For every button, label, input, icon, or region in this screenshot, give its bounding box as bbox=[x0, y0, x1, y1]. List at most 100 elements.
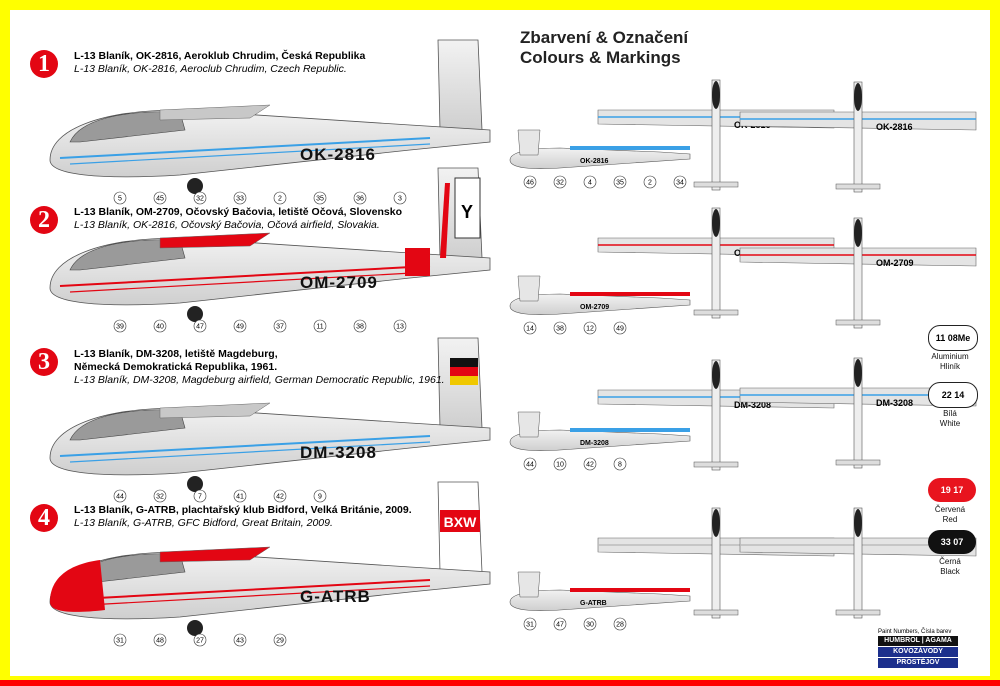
wing-root bbox=[159, 546, 271, 563]
callout-bubble bbox=[523, 617, 537, 631]
callout-bubble bbox=[613, 617, 627, 631]
callout-bubble bbox=[523, 321, 537, 335]
tailplane bbox=[835, 183, 881, 190]
callout-bubble bbox=[553, 617, 567, 631]
prostejov-logo: PROSTĚJOV bbox=[878, 658, 958, 668]
entry-subtitle: L-13 Blaník, OK-2816, Aeroclub Chrudim, … bbox=[74, 63, 347, 75]
callout-number: 32 bbox=[556, 180, 564, 187]
callout-number: 29 bbox=[276, 638, 284, 645]
main-wheel bbox=[187, 178, 203, 194]
entry-title: L-13 Blaník, G-ATRB, plachtařský klub Bi… bbox=[74, 504, 412, 516]
registration-text: OM-2709 bbox=[876, 258, 914, 268]
tailplane bbox=[835, 319, 881, 326]
callout-bubble bbox=[523, 457, 537, 471]
glider-side-view-small: DM-3208 bbox=[509, 411, 691, 452]
swatch-white: 22 14 bbox=[928, 382, 978, 408]
callout-bubble bbox=[153, 319, 167, 333]
cheat-line bbox=[59, 579, 431, 601]
callout-bubble bbox=[313, 319, 327, 333]
callout-number: 13 bbox=[396, 324, 404, 331]
callout-bubble bbox=[233, 319, 247, 333]
registration-text: DM-3208 bbox=[300, 443, 377, 462]
entry-number-badge: 4 bbox=[30, 504, 58, 532]
registration-text: DM-3208 bbox=[734, 400, 771, 410]
cheat-line-thin bbox=[69, 441, 431, 463]
entry-number-badge: 3 bbox=[30, 348, 58, 376]
callout-bubble bbox=[233, 191, 247, 205]
callout-bubble bbox=[233, 633, 247, 647]
callout-number: 32 bbox=[156, 494, 164, 501]
wing-edge bbox=[570, 146, 690, 150]
callout-number: 46 bbox=[526, 180, 534, 187]
callout-number: 49 bbox=[616, 326, 624, 333]
callout-bubble bbox=[313, 489, 327, 503]
entry-title: L-13 Blaník, OM-2709, Očovský Bačovia, l… bbox=[74, 206, 402, 218]
callout-number: 40 bbox=[156, 324, 164, 331]
fin bbox=[517, 571, 541, 598]
callout-number: 42 bbox=[586, 462, 594, 469]
canopy bbox=[854, 83, 862, 111]
fuselage bbox=[853, 357, 863, 469]
glider-planform bbox=[597, 359, 835, 471]
glider-planform bbox=[597, 79, 835, 191]
callout-number: 36 bbox=[356, 196, 364, 203]
cheat-line-thin bbox=[69, 271, 431, 293]
cheat-line-thin bbox=[69, 585, 431, 607]
callout-bubble bbox=[613, 321, 627, 335]
wing-root bbox=[159, 232, 271, 249]
callout-bubble bbox=[233, 489, 247, 503]
callout-number: 38 bbox=[556, 326, 564, 333]
main-wheel bbox=[187, 476, 203, 492]
callout-bubble bbox=[273, 191, 287, 205]
callout-number: 49 bbox=[236, 324, 244, 331]
canopy bbox=[712, 81, 720, 109]
fuselage bbox=[509, 147, 691, 170]
wing-edge bbox=[570, 428, 690, 432]
entry-title: L-13 Blaník, DM-3208, letiště Magdeburg, bbox=[74, 348, 278, 360]
callout-number: 5 bbox=[118, 196, 122, 203]
entry-title: L-13 Blaník, OK-2816, Aeroklub Chrudim, … bbox=[74, 50, 366, 62]
callout-bubble bbox=[153, 489, 167, 503]
callout-number: 35 bbox=[316, 196, 324, 203]
fuselage bbox=[509, 293, 691, 316]
callout-number: 41 bbox=[236, 494, 244, 501]
fin-code: BXW bbox=[444, 514, 477, 530]
title-czech: Zbarvení & Označení bbox=[520, 28, 689, 47]
callout-number: 48 bbox=[156, 638, 164, 645]
callout-bubble bbox=[153, 191, 167, 205]
callout-bubble bbox=[193, 319, 207, 333]
wing-root bbox=[159, 402, 271, 419]
title-english: Colours & Markings bbox=[520, 48, 681, 67]
cheat-line-thin bbox=[69, 143, 431, 165]
callout-number: 33 bbox=[236, 196, 244, 203]
entry-number-badge: 1 bbox=[30, 50, 58, 78]
callout-number: 35 bbox=[616, 180, 624, 187]
fuselage bbox=[711, 507, 721, 619]
fin bbox=[517, 275, 541, 302]
registration-text: OK-2816 bbox=[876, 122, 913, 132]
callout-bubble bbox=[393, 191, 407, 205]
callout-bubble bbox=[553, 175, 567, 189]
fin-red-panel bbox=[440, 510, 480, 532]
ddr-flag-black bbox=[450, 358, 478, 367]
fin-code: Y bbox=[461, 202, 473, 222]
fuselage bbox=[509, 429, 691, 452]
canopy bbox=[854, 359, 862, 387]
entry-title-continued: Německá Demokratická Republika, 1961. bbox=[74, 361, 278, 373]
callout-number: 39 bbox=[116, 324, 124, 331]
paint-caption: Paint Numbers, Čísla barev bbox=[878, 629, 952, 635]
main-wheel bbox=[187, 306, 203, 322]
callout-number: 2 bbox=[648, 180, 652, 187]
red-nose bbox=[50, 560, 105, 612]
callout-number: 11 bbox=[316, 324, 323, 331]
fin-panel bbox=[454, 177, 481, 239]
callout-bubble bbox=[613, 457, 627, 471]
callout-number: 3 bbox=[398, 196, 402, 203]
callout-number: 31 bbox=[116, 638, 124, 645]
callout-bubble bbox=[113, 633, 127, 647]
wing-edge bbox=[570, 588, 690, 592]
glider-planform bbox=[739, 81, 977, 193]
